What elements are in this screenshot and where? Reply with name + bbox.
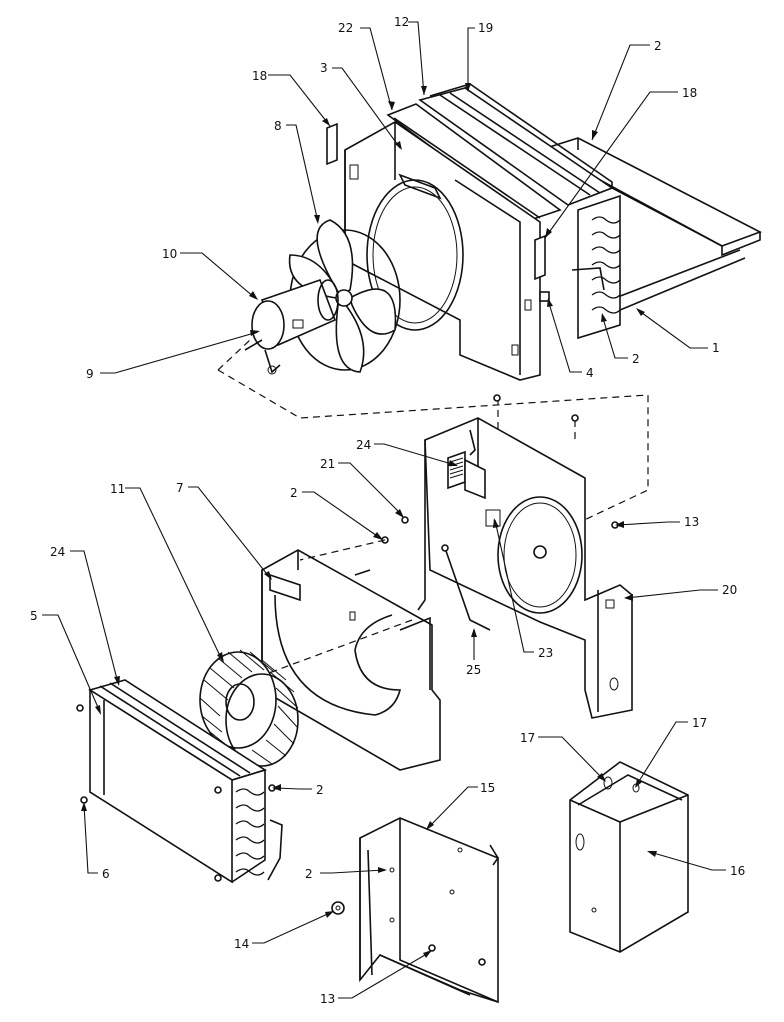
fan-blade <box>288 219 401 373</box>
clip-part-4 <box>539 291 550 302</box>
label-part-21: 21 <box>320 457 335 471</box>
label-part-17-left: 17 <box>520 731 535 745</box>
label-part-4: 4 <box>586 366 594 380</box>
label-part-13-middle: 13 <box>684 515 699 529</box>
retaining-clip <box>331 901 345 915</box>
label-part-20: 20 <box>722 583 737 597</box>
label-part-14: 14 <box>234 937 249 951</box>
label-part-12: 12 <box>394 15 409 29</box>
label-part-9: 9 <box>86 367 94 381</box>
label-part-2-panel: 2 <box>305 867 313 881</box>
guide-line-1 <box>299 539 386 561</box>
thermostat-capillary <box>444 547 491 631</box>
callout-leaders <box>42 21 726 999</box>
screw-set-middle <box>381 394 619 552</box>
mounting-bracket-left <box>326 122 338 166</box>
label-part-5: 5 <box>30 609 38 623</box>
label-part-2-top: 2 <box>654 39 662 53</box>
label-part-24-middle: 24 <box>356 438 371 452</box>
label-part-2-middle: 2 <box>290 486 298 500</box>
label-part-3: 3 <box>320 61 328 75</box>
label-part-22: 22 <box>338 21 353 35</box>
label-part-6: 6 <box>102 867 110 881</box>
callout-numbers: 22 12 19 3 18 2 18 8 10 9 4 2 1 24 21 2 … <box>30 15 745 1006</box>
label-part-23: 23 <box>538 646 553 660</box>
label-part-19: 19 <box>478 21 493 35</box>
label-part-25: 25 <box>466 663 481 677</box>
blower-scroll-housing <box>261 549 441 771</box>
guide-line-2 <box>249 619 413 681</box>
label-part-24-lower: 24 <box>50 545 65 559</box>
label-part-11: 11 <box>110 482 125 496</box>
control-bracket <box>447 450 486 500</box>
fan-shroud <box>344 121 541 381</box>
label-part-15: 15 <box>480 781 495 795</box>
label-part-18-left: 18 <box>252 69 267 83</box>
label-part-2-lower-coil: 2 <box>316 783 324 797</box>
cabinet-bottom <box>569 761 689 953</box>
fan-motor <box>244 278 339 375</box>
label-part-18-right: 18 <box>682 86 697 100</box>
label-part-8: 8 <box>274 119 282 133</box>
label-part-2-coil: 2 <box>632 352 640 366</box>
condenser-coil <box>571 194 621 340</box>
label-part-1: 1 <box>712 341 720 355</box>
label-part-16: 16 <box>730 864 745 878</box>
label-part-10: 10 <box>162 247 177 261</box>
mounting-bracket-right <box>534 234 546 281</box>
blower-wheel <box>199 649 299 767</box>
air-duct-panel <box>359 817 499 1004</box>
label-part-13-lower: 13 <box>320 992 335 1006</box>
assembly-outline-dashed <box>217 369 649 523</box>
condenser-base-pan <box>537 137 762 311</box>
label-part-7: 7 <box>176 481 184 495</box>
label-part-17-right: 17 <box>692 716 707 730</box>
